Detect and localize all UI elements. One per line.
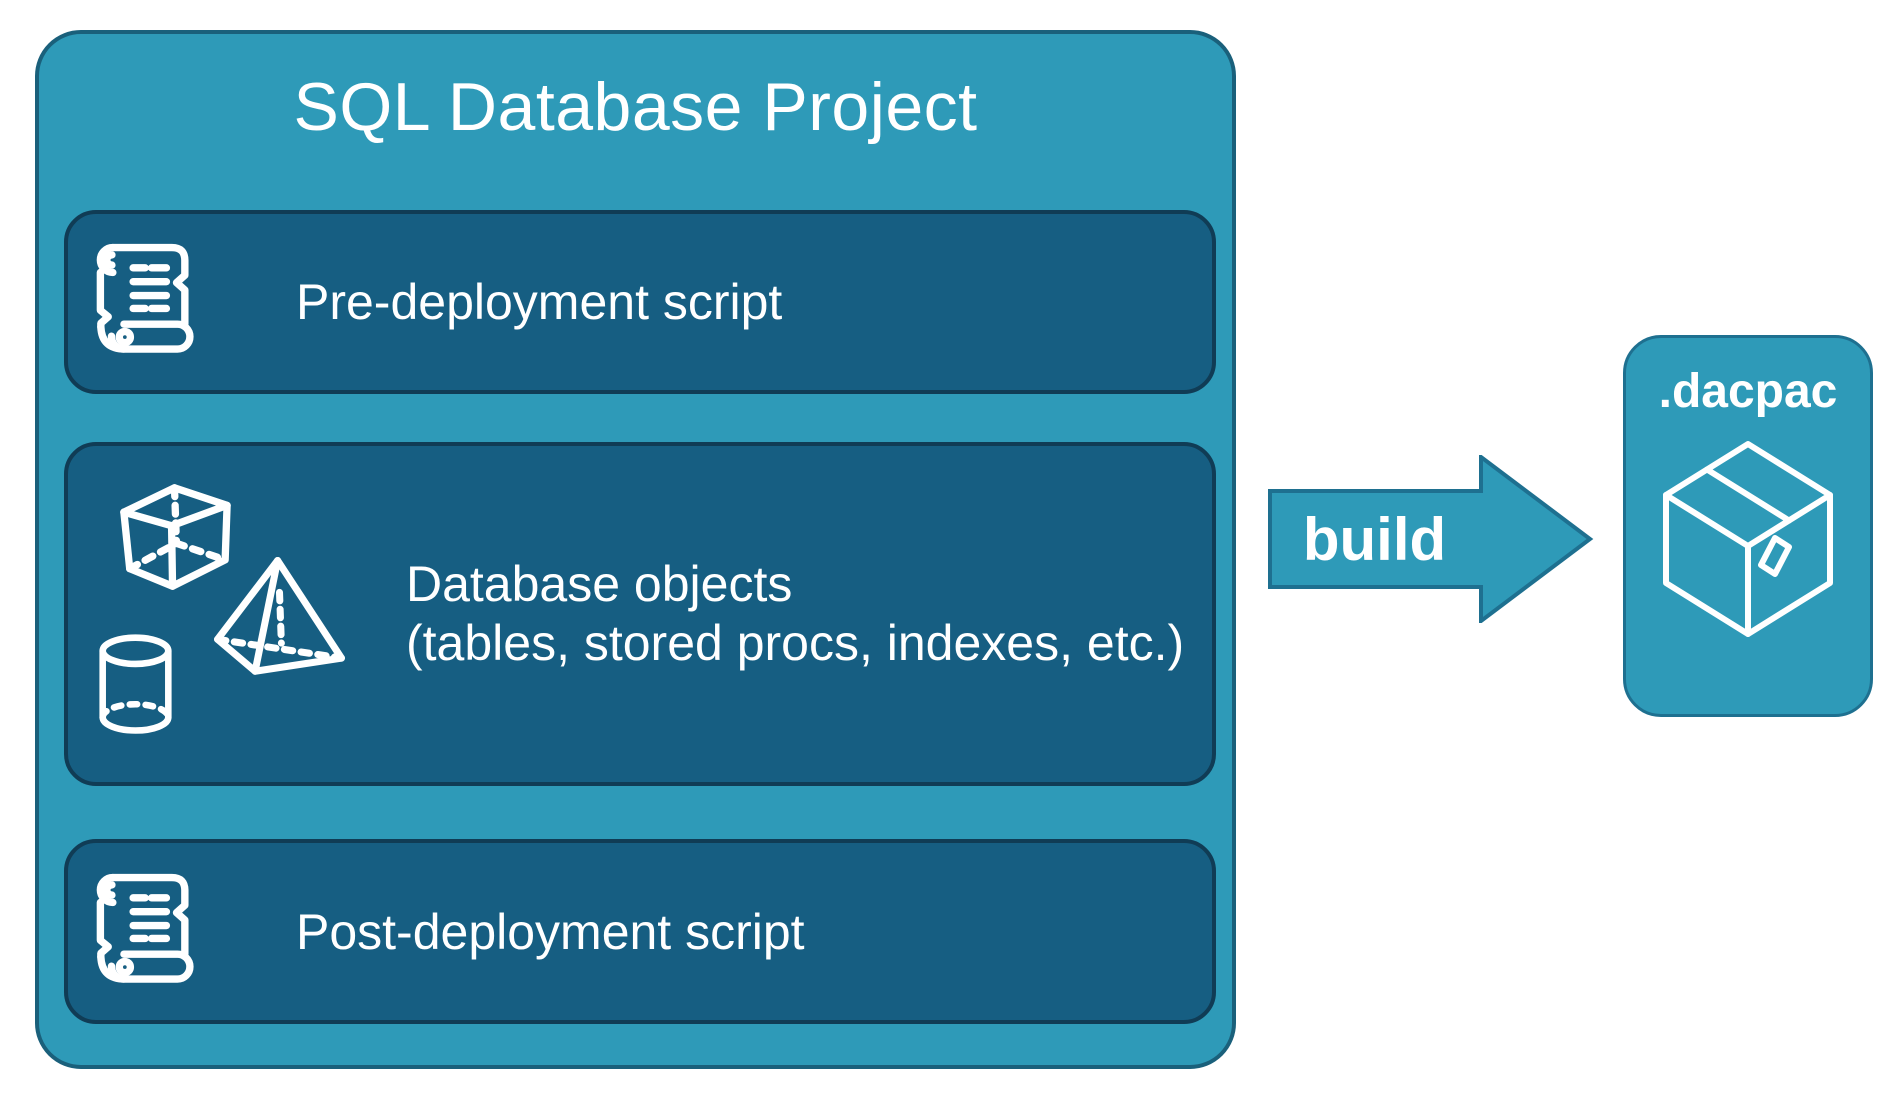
panel-pre-deployment: Pre-deployment script (64, 210, 1216, 394)
pyramid-icon (213, 553, 346, 675)
database-objects-line1: Database objects (406, 556, 793, 612)
project-title: SQL Database Project (293, 69, 978, 145)
scroll-icon (86, 872, 208, 992)
post-deployment-label: Post-deployment script (296, 903, 805, 960)
package-icon (1660, 438, 1836, 640)
cube-icon (116, 481, 233, 593)
pre-deployment-label: Pre-deployment script (296, 274, 783, 330)
cylinder-icon (98, 633, 173, 738)
build-arrow-label: build (1302, 505, 1447, 573)
panel-post-deployment: Post-deployment script (64, 839, 1216, 1024)
dacpac-box: .dacpac (1623, 335, 1873, 717)
panel-database-objects: Database objects (tables, stored procs, … (64, 442, 1216, 786)
dacpac-label: .dacpac (1658, 365, 1838, 418)
database-objects-label: Database objects (tables, stored procs, … (406, 555, 1184, 673)
build-arrow: build (1268, 455, 1594, 623)
scroll-icon (86, 242, 208, 362)
database-objects-line2: (tables, stored procs, indexes, etc.) (406, 615, 1185, 671)
sql-database-project-box: SQL Database Project Pre-deplo (35, 30, 1236, 1069)
